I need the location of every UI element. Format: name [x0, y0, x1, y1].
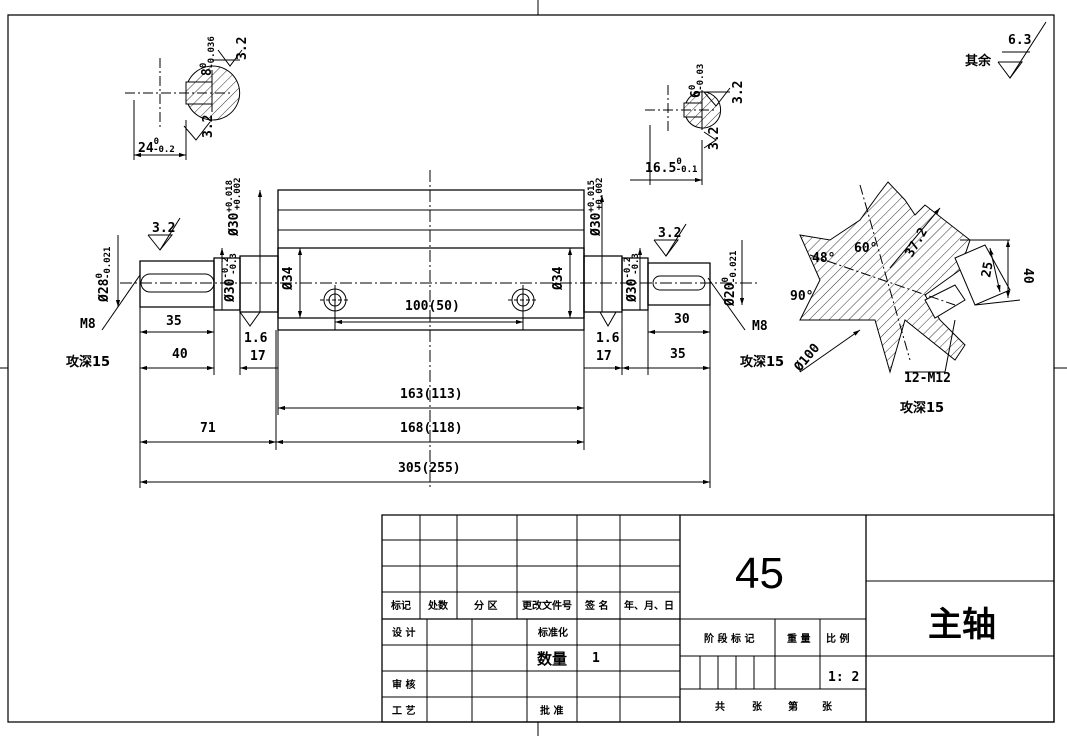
svg-text:48°: 48° — [812, 251, 835, 266]
svg-text:1: 2: 1: 2 — [828, 670, 859, 685]
svg-text:12-M12: 12-M12 — [904, 371, 951, 386]
svg-text:Ø280-0.021: Ø280-0.021 — [95, 247, 113, 303]
svg-text:45: 45 — [735, 549, 784, 598]
left-section-view — [125, 50, 242, 160]
svg-text:张: 张 — [752, 700, 763, 713]
svg-text:Ø30-0.2-0.3: Ø30-0.2-0.3 — [623, 253, 641, 303]
svg-text:1.6: 1.6 — [244, 331, 268, 346]
svg-text:张: 张 — [822, 700, 833, 713]
svg-text:分 区: 分 区 — [474, 599, 497, 612]
svg-text:71: 71 — [200, 421, 216, 436]
left-section-labels: 80-0.036 3.2 3.2 240-0.2 — [138, 36, 250, 156]
svg-text:其余: 其余 — [965, 53, 992, 69]
svg-text:3.2: 3.2 — [731, 81, 746, 104]
svg-text:Ø200-0.021: Ø200-0.021 — [721, 251, 739, 307]
right-section-view — [630, 85, 730, 185]
title-block-text: 标记 处数 分 区 更改文件号 签 名 年、月、日 设 计 标准化 数量 1 审… — [390, 549, 996, 717]
svg-text:3.2: 3.2 — [152, 221, 175, 236]
svg-text:主轴: 主轴 — [928, 605, 996, 645]
svg-text:16.50-0.1: 16.50-0.1 — [645, 157, 697, 176]
svg-text:比 例: 比 例 — [826, 632, 849, 645]
svg-text:M8: M8 — [80, 317, 96, 332]
shaft-main-view — [102, 170, 760, 490]
svg-text:重 量: 重 量 — [787, 632, 810, 645]
svg-text:攻深15: 攻深15 — [740, 354, 784, 370]
svg-text:3.2: 3.2 — [658, 226, 681, 241]
svg-text:M8: M8 — [752, 319, 768, 334]
svg-text:批 准: 批 准 — [540, 704, 563, 717]
right-section-labels: 60-0.03 3.2 3.2 16.50-0.1 — [645, 64, 746, 176]
svg-text:163(113): 163(113) — [400, 387, 463, 402]
svg-text:25: 25 — [979, 261, 996, 279]
shaft-main-labels: 3.2 3.2 1.6 1.6 Ø280-0.021 Ø30+0.018+0.0… — [66, 177, 784, 476]
svg-text:Ø30+0.018+0.002: Ø30+0.018+0.002 — [225, 177, 243, 237]
svg-text:设 计: 设 计 — [392, 626, 415, 639]
svg-text:17: 17 — [250, 349, 266, 364]
detail-section-labels: 48° 60° 90° 37.2 25 40 Ø100 12-M12 攻深15 — [790, 225, 1035, 416]
svg-text:数量: 数量 — [537, 650, 567, 668]
svg-text:工 艺: 工 艺 — [392, 704, 415, 717]
svg-text:处数: 处数 — [427, 599, 449, 612]
svg-text:标记: 标记 — [390, 599, 411, 612]
default-roughness-symbol: 其余 6.3 — [965, 22, 1046, 78]
title-block — [382, 515, 1054, 722]
svg-text:攻深15: 攻深15 — [66, 354, 110, 370]
svg-text:共: 共 — [715, 700, 725, 713]
svg-text:80-0.036: 80-0.036 — [199, 36, 217, 76]
svg-text:Ø34: Ø34 — [281, 266, 296, 291]
svg-text:35: 35 — [670, 347, 686, 362]
svg-text:第: 第 — [788, 700, 798, 713]
svg-text:Ø30-0.2-0.3: Ø30-0.2-0.3 — [221, 253, 239, 303]
svg-text:30: 30 — [674, 312, 690, 327]
svg-text:240-0.2: 240-0.2 — [138, 137, 175, 156]
svg-text:100(50): 100(50) — [405, 299, 460, 314]
svg-text:Ø100: Ø100 — [791, 341, 823, 376]
svg-text:Ø30+0.015+0.002: Ø30+0.015+0.002 — [587, 177, 605, 237]
svg-text:60-0.03: 60-0.03 — [688, 64, 706, 98]
svg-text:3.2: 3.2 — [235, 37, 250, 60]
svg-text:40: 40 — [1020, 268, 1035, 284]
svg-text:17: 17 — [596, 349, 612, 364]
svg-text:攻深15: 攻深15 — [900, 400, 944, 416]
svg-text:阶 段 标 记: 阶 段 标 记 — [704, 632, 754, 645]
svg-text:40: 40 — [172, 347, 188, 362]
svg-text:35: 35 — [166, 314, 182, 329]
svg-text:6.3: 6.3 — [1008, 33, 1031, 48]
svg-text:更改文件号: 更改文件号 — [522, 599, 572, 612]
svg-text:60°: 60° — [854, 241, 877, 256]
svg-text:3.2: 3.2 — [201, 115, 216, 138]
svg-text:Ø34: Ø34 — [551, 266, 566, 291]
svg-text:1.6: 1.6 — [596, 331, 620, 346]
svg-text:168(118): 168(118) — [400, 421, 463, 436]
svg-text:审 核: 审 核 — [392, 678, 415, 691]
svg-text:3.2: 3.2 — [707, 127, 722, 150]
svg-text:90°: 90° — [790, 289, 813, 304]
svg-text:签 名: 签 名 — [584, 599, 608, 612]
svg-text:标准化: 标准化 — [537, 626, 568, 639]
detail-section-view — [800, 182, 1020, 372]
svg-text:年、月、日: 年、月、日 — [624, 599, 674, 612]
svg-text:1: 1 — [592, 651, 600, 666]
svg-text:305(255): 305(255) — [398, 461, 461, 476]
